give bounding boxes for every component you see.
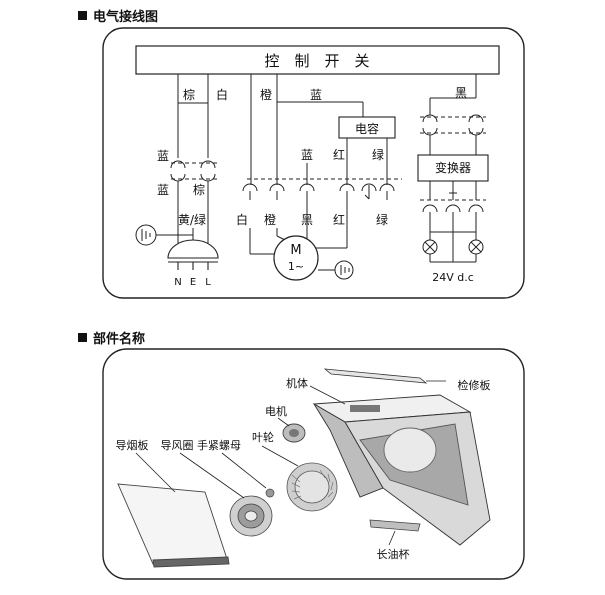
plug-pin-n: N: [174, 277, 181, 288]
label-body: 机体: [286, 376, 308, 390]
smoke-guide-plate-drawing: [117, 483, 230, 568]
label-impeller: 叶轮: [252, 430, 274, 444]
label-service-panel: 检修板: [458, 378, 491, 392]
motor-ground-icon: [318, 260, 354, 280]
power-supply-label: 24V d.c: [432, 271, 474, 284]
bullet-square-icon: [78, 11, 87, 20]
wiring-section-title: 电气接线图: [93, 10, 159, 25]
terminal-block: [242, 163, 402, 200]
parts-section-heading: 部件名称: [78, 328, 145, 347]
control-switch-label: 控 制 开 关: [264, 52, 369, 70]
wiring-lines: [177, 74, 477, 185]
air-guide-ring-drawing: [229, 495, 273, 537]
wire-label-orange: 橙: [260, 87, 272, 102]
wire-label-blue: 蓝: [310, 88, 322, 102]
ground-icon: [135, 224, 193, 246]
right-connector: [420, 114, 486, 155]
oil-cup-drawing: [369, 519, 421, 532]
capacitor-label: 电容: [355, 121, 379, 136]
wire-label-white: 白: [216, 87, 228, 102]
wiring-frame: [102, 27, 525, 299]
power-plug-icon: [167, 239, 219, 270]
plug-pin-l: L: [205, 277, 211, 288]
left-label-blue-bottom: 蓝: [157, 183, 169, 197]
thumb-nut-drawing: [265, 488, 275, 498]
terminal-label-black: 黑: [301, 213, 313, 227]
terminal-label-green: 绿: [376, 212, 388, 227]
motor-phase-label: 1~: [288, 260, 304, 273]
wire-label-brown: 棕: [183, 87, 195, 102]
left-label-blue-top: 蓝: [157, 149, 169, 163]
impeller-drawing: [286, 462, 338, 512]
wire-label-black: 黑: [455, 86, 467, 100]
capacitor-box: [338, 116, 396, 139]
converter-label: 变换器: [435, 160, 471, 175]
parts-frame: [102, 348, 525, 580]
terminal-label-white: 白: [236, 212, 248, 227]
parts-section-title: 部件名称: [93, 332, 146, 347]
motor-label: M: [290, 243, 301, 258]
label-air-guide-ring: 导风圈: [161, 439, 194, 452]
label-thumb-nut: 手紧螺母: [197, 438, 241, 452]
plug-pin-e: E: [190, 277, 196, 288]
terminal-label-orange: 橙: [264, 212, 276, 227]
left-label-brown: 棕: [193, 182, 205, 197]
terminal-label-red: 红: [333, 212, 345, 227]
bullet-square-icon: [78, 333, 87, 342]
mid-label-blue: 蓝: [301, 148, 313, 162]
left-label-yellow-green: 黄/绿: [178, 212, 206, 227]
hood-body-drawing: [312, 394, 491, 546]
motor-drawing: [282, 423, 306, 443]
motor-icon: [273, 235, 319, 281]
label-smoke-guide: 导烟板: [116, 438, 149, 452]
converter-box: [417, 154, 489, 182]
mid-label-green: 绿: [372, 147, 384, 162]
wiring-section-heading: 电气接线图: [78, 6, 158, 25]
mid-label-red: 红: [333, 147, 345, 162]
label-motor: 电机: [265, 404, 287, 418]
left-connector: [170, 160, 218, 182]
label-oil-cup: 长油杯: [377, 547, 410, 561]
service-panel-drawing: [323, 368, 428, 384]
control-switch-box: [135, 45, 500, 75]
